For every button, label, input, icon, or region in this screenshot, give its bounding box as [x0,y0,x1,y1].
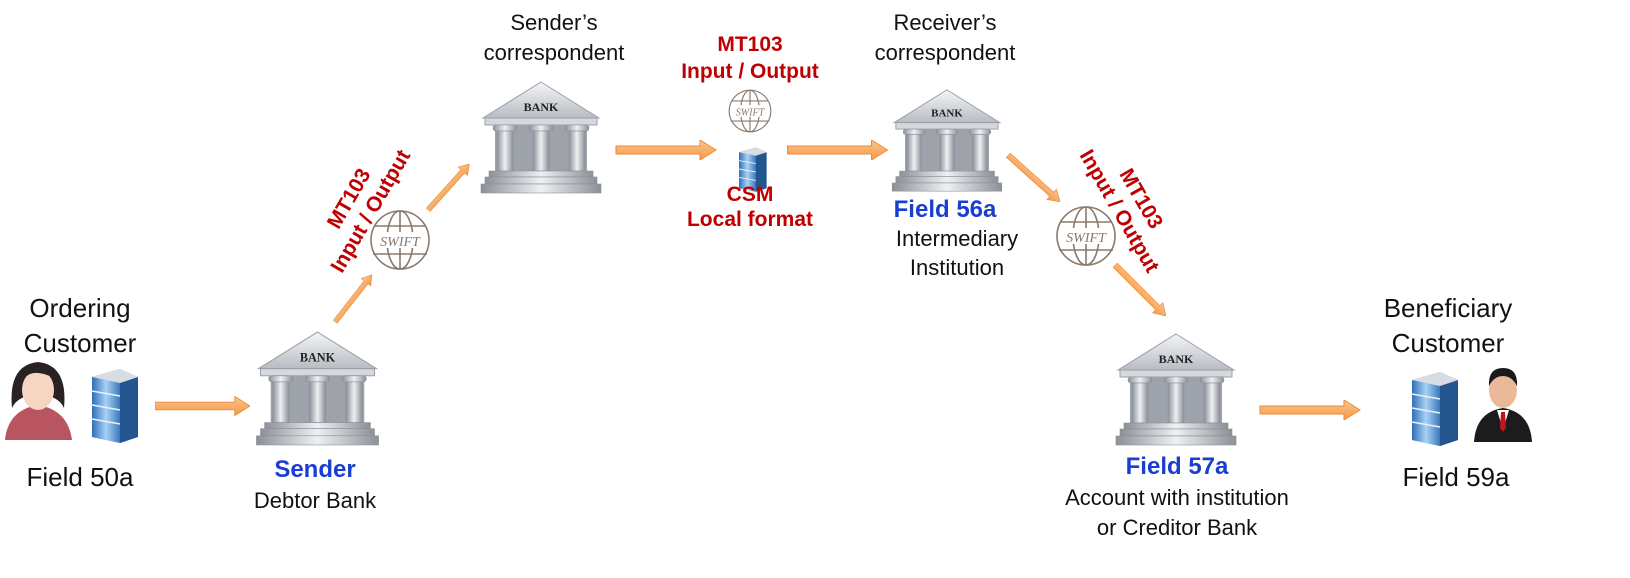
businessman-avatar-icon [1474,368,1532,442]
ordering-customer-field: Field 50a [26,462,134,492]
beneficiary-field: Field 59a [1402,462,1510,492]
beneficiary-title-2: Customer [1391,328,1505,358]
receivers-correspondent-bank-icon [891,89,1003,192]
arrow-csm-to-receivers-correspondent [786,140,889,160]
intermediary-desc: Intermediary [895,226,1019,251]
swift-icon-right [1056,206,1116,266]
beneficiary-title: Beneficiary [1383,293,1513,323]
sender-bank-icon [255,331,380,446]
receivers-correspondent-label: Receiver’s [893,10,997,35]
woman-avatar-icon [5,362,72,440]
arrow-to-beneficiary [1259,400,1361,420]
ordering-customer-title-2: Customer [23,328,137,358]
swift-icon-middle [728,89,772,133]
account-with-desc-2: or Creditor Bank [1096,515,1258,540]
ordering-customer-title: Ordering [29,293,131,323]
middle-message-type: MT103 [717,33,783,56]
arrow-to-csm [615,140,717,160]
arrow-customer-to-sender [155,396,250,416]
sender-title: Sender [274,456,356,483]
beneficiary-building-icon [1410,370,1460,448]
arrow-to-swift-right [1002,149,1066,208]
sender-subtitle: Debtor Bank [253,488,377,513]
csm-format: Local format [686,208,814,231]
middle-message-io: Input / Output [681,60,819,83]
account-with-desc: Account with institution [1065,485,1289,510]
arrow-swift-to-senders-correspondent [422,159,475,215]
csm-label: CSM [726,183,774,206]
field-57a: Field 57a [1125,453,1229,480]
senders-correspondent-label: Sender’s [510,10,598,35]
account-with-institution-bank-icon [1115,333,1237,446]
receivers-correspondent-label-2: correspondent [874,40,1016,65]
senders-correspondent-label-2: correspondent [483,40,625,65]
intermediary-desc-2: Institution [909,255,1005,280]
arrow-sender-to-swift [329,270,378,327]
ordering-customer-building-icon [91,368,139,444]
senders-correspondent-bank-icon [480,81,602,194]
field-56a: Field 56a [893,196,997,223]
